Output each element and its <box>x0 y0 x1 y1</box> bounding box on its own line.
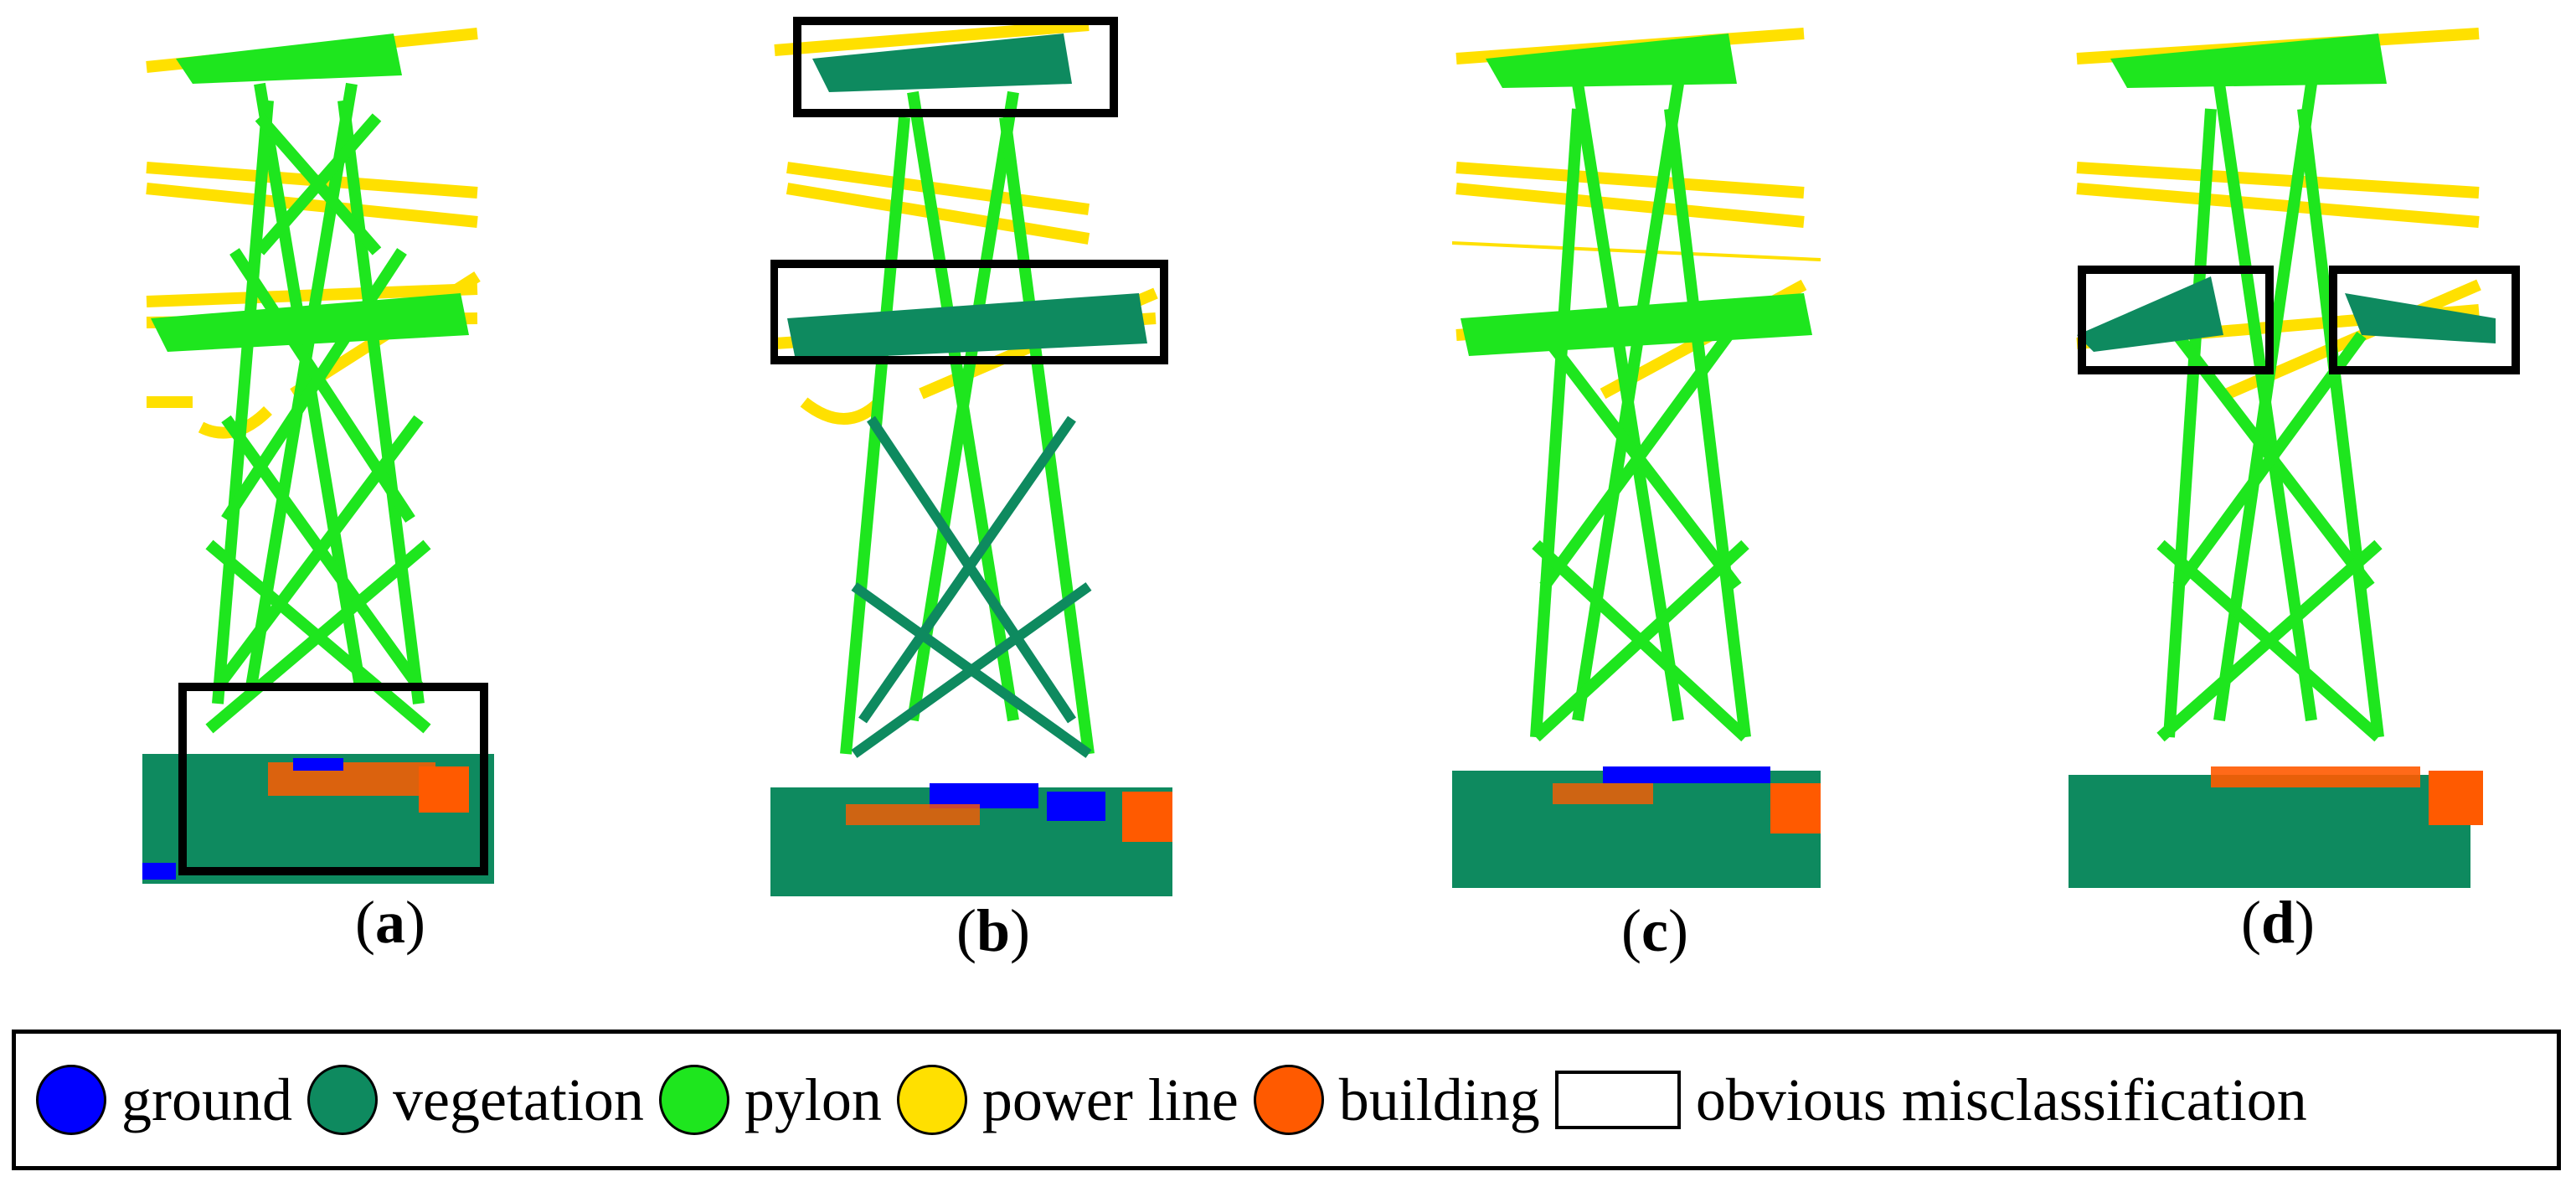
legend-label: building <box>1338 1066 1540 1133</box>
vegetation-swatch <box>307 1065 378 1135</box>
panel-d <box>2060 0 2529 888</box>
misclassification-swatch <box>1554 1071 1681 1129</box>
caption-b: (b) <box>956 897 1030 964</box>
pylon-pointcloud-c <box>1452 28 1821 888</box>
misclassification-box <box>2078 266 2520 374</box>
caption-c: (c) <box>1621 897 1688 964</box>
misclassification-box <box>178 683 488 875</box>
caption-a: (a) <box>355 889 425 956</box>
ground-swatch <box>36 1065 106 1135</box>
legend-label: obvious misclassification <box>1695 1066 2307 1133</box>
pylon-pointcloud-a <box>142 28 494 884</box>
pylon-pointcloud-b <box>770 19 1172 896</box>
legend-item-pylon: pylon <box>658 1065 882 1135</box>
pylon-pointcloud-d <box>2069 28 2496 888</box>
caption-d: (d) <box>2240 889 2315 956</box>
panel-c <box>1452 0 1821 888</box>
legend-label: vegetation <box>392 1066 644 1133</box>
legend: ground vegetation pylon power line build… <box>12 1030 2561 1170</box>
legend-item-misclassification: obvious misclassification <box>1554 1066 2307 1135</box>
power-line-swatch <box>896 1065 967 1135</box>
legend-item-vegetation: vegetation <box>307 1065 644 1135</box>
building-swatch <box>1253 1065 1324 1135</box>
legend-label: ground <box>121 1066 292 1133</box>
legend-item-power-line: power line <box>896 1065 1239 1135</box>
legend-item-ground: ground <box>36 1065 292 1135</box>
legend-label: pylon <box>744 1066 882 1133</box>
panel-a <box>142 0 494 888</box>
pylon-swatch <box>658 1065 729 1135</box>
legend-label: power line <box>981 1066 1239 1133</box>
panel-b <box>770 0 1172 896</box>
misclassification-box <box>770 17 1168 364</box>
legend-item-building: building <box>1253 1065 1540 1135</box>
